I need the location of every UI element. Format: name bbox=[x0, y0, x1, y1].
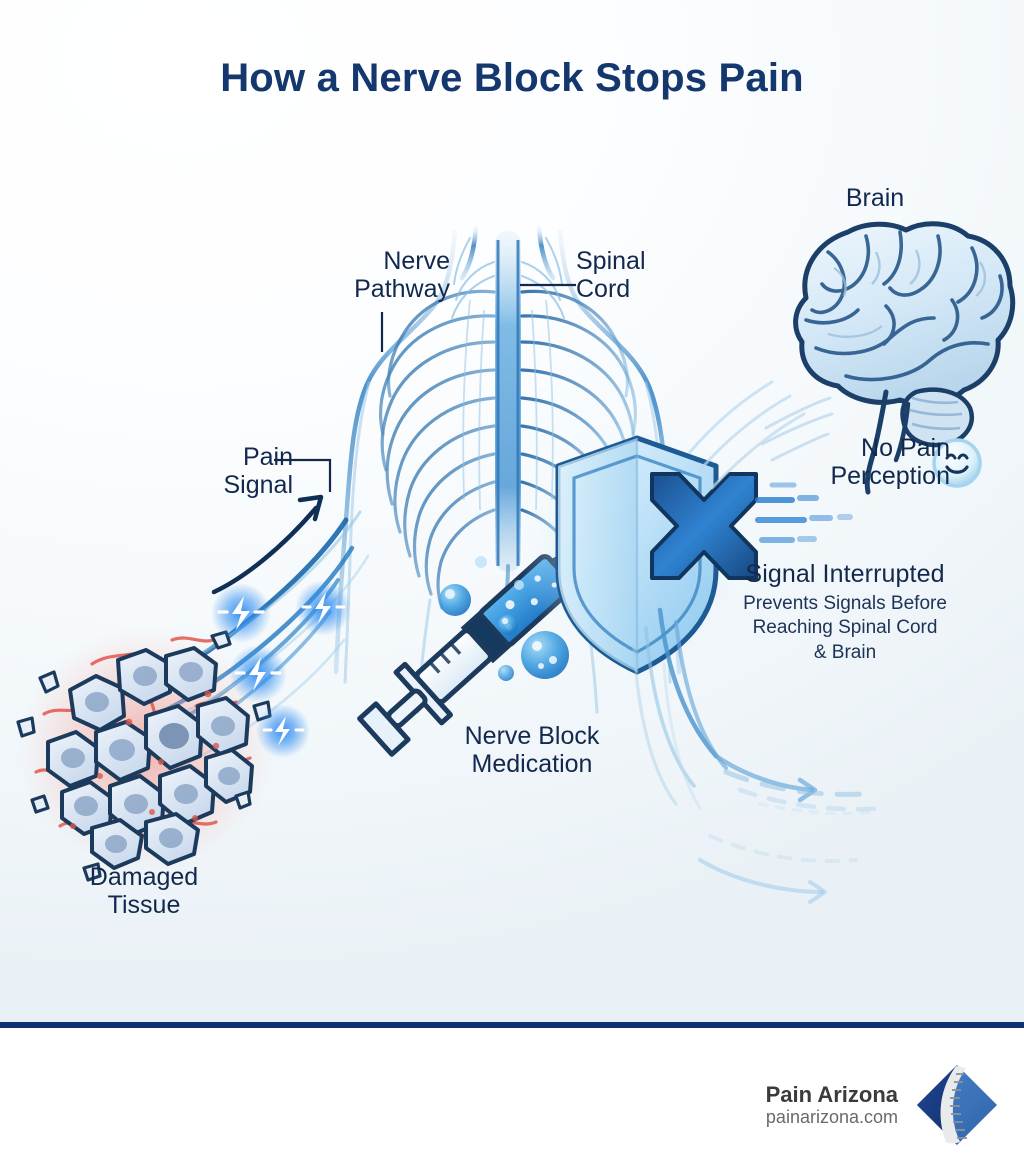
blocked-signal-streaks bbox=[755, 482, 853, 543]
nerve-branches-left bbox=[378, 289, 496, 610]
smiley-face-icon bbox=[932, 438, 982, 488]
damaged-tissue-cluster bbox=[16, 626, 274, 882]
callout-heading: Signal Interrupted bbox=[745, 560, 945, 588]
lightning-bolt-icon-group bbox=[211, 580, 351, 758]
label-damaged-tissue: Damaged Tissue bbox=[89, 863, 199, 919]
callout-line-3: & Brain bbox=[813, 641, 877, 663]
footer: Pain Arizona painarizona.com bbox=[0, 1022, 1024, 1160]
illustration-canvas: How a Nerve Block Stops Pain Brain Nerve… bbox=[0, 0, 1024, 1022]
brand-url[interactable]: painarizona.com bbox=[765, 1106, 898, 1127]
signal-interrupted-callout: Signal Interrupted Prevents Signals Befo… bbox=[700, 560, 990, 665]
callout-line-2: Reaching Spinal Cord bbox=[752, 617, 938, 639]
pain-arizona-logo bbox=[917, 1065, 997, 1145]
diminishing-signal-paths bbox=[632, 607, 887, 904]
spinal-cord-shape bbox=[495, 230, 521, 572]
x-block-icon bbox=[650, 472, 758, 580]
page-title: How a Nerve Block Stops Pain bbox=[220, 56, 804, 100]
label-brain: Brain bbox=[845, 184, 905, 212]
pain-signal-leader bbox=[274, 458, 332, 492]
main-illustration bbox=[16, 221, 1016, 904]
brain-icon bbox=[760, 221, 1016, 495]
brand-name: Pain Arizona bbox=[765, 1081, 898, 1107]
brand-text: Pain Arizona painarizona.com bbox=[766, 1082, 898, 1129]
label-no-pain-perception: No Pain Perception bbox=[830, 434, 950, 490]
medication-bubbles bbox=[439, 556, 569, 681]
label-nerve-pathway: Nerve Pathway bbox=[354, 247, 450, 303]
faded-signals-to-brain bbox=[688, 380, 806, 490]
callout-line-1: Prevents Signals Before bbox=[743, 593, 947, 614]
pain-signal-arrow bbox=[211, 494, 324, 595]
label-pain-signal: Pain Signal bbox=[223, 443, 294, 499]
label-nerve-block-medication: Nerve Block Medication bbox=[464, 722, 600, 778]
brand-block: Pain Arizona painarizona.com bbox=[766, 1062, 1000, 1148]
label-spinal-cord: Spinal Cord bbox=[576, 247, 646, 303]
